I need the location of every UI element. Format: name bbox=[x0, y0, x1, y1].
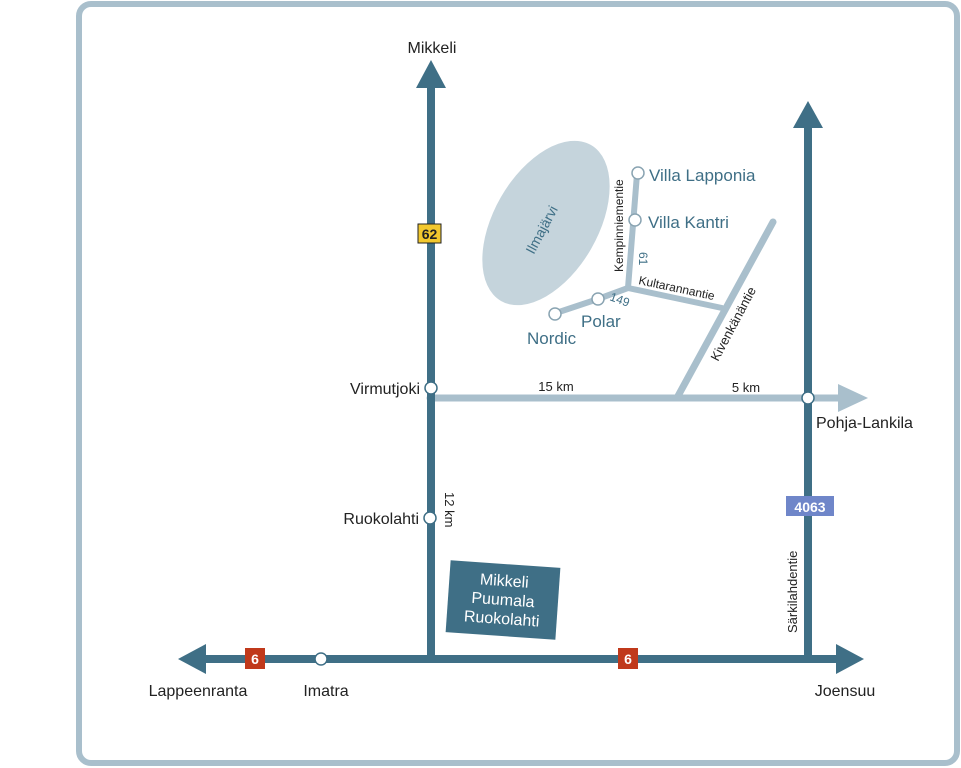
node-pohja-lankila bbox=[801, 391, 815, 405]
badge-6-left-label: 6 bbox=[251, 651, 259, 667]
node-villa-kantri bbox=[628, 213, 642, 227]
sign-line-3: Ruokolahti bbox=[463, 608, 540, 630]
label-villa-lapponia: Villa Lapponia bbox=[649, 166, 756, 185]
arrow-east-joensuu bbox=[836, 644, 864, 674]
label-lappeenranta: Lappeenranta bbox=[149, 683, 248, 700]
arrow-east-pohja-lankila bbox=[838, 384, 868, 412]
sign-line-2: Puumala bbox=[471, 590, 535, 611]
node-ruokolahti bbox=[423, 511, 437, 525]
label-distance-5km: 5 km bbox=[732, 380, 760, 395]
badge-62-label: 62 bbox=[422, 226, 438, 242]
badge-6-right: 6 bbox=[618, 648, 638, 669]
badge-4063-label: 4063 bbox=[794, 499, 825, 515]
node-virmutjoki bbox=[424, 381, 438, 395]
label-sarkilahdentie: Särkilahdentie bbox=[785, 551, 800, 633]
label-road-149: 149 bbox=[608, 290, 632, 310]
destination-sign: Mikkeli Puumala Ruokolahti bbox=[445, 560, 561, 640]
label-road-61: 61 bbox=[636, 252, 650, 266]
small-nodes bbox=[548, 166, 645, 321]
sign-background bbox=[445, 560, 561, 640]
label-distance-12km: 12 km bbox=[442, 492, 457, 527]
arrow-north-mikkeli bbox=[416, 60, 446, 88]
label-imatra: Imatra bbox=[303, 683, 348, 700]
road-149-b bbox=[553, 296, 601, 316]
badge-62: 62 bbox=[417, 223, 442, 244]
label-ruokolahti: Ruokolahti bbox=[343, 511, 419, 528]
arrow-west-lappeenranta bbox=[178, 644, 206, 674]
badge-4063: 4063 bbox=[786, 496, 834, 516]
road-kempinniementie bbox=[625, 171, 640, 291]
node-nordic bbox=[548, 307, 562, 321]
label-virmutjoki: Virmutjoki bbox=[350, 381, 420, 398]
node-imatra bbox=[314, 652, 328, 666]
badge-6-left: 6 bbox=[245, 648, 265, 669]
label-mikkeli: Mikkeli bbox=[408, 40, 457, 57]
label-villa-kantri: Villa Kantri bbox=[648, 213, 729, 232]
label-pohja-lankila: Pohja-Lankila bbox=[816, 415, 913, 432]
node-villa-lapponia bbox=[631, 166, 645, 180]
arrow-north-4063 bbox=[793, 101, 823, 128]
label-distance-15km: 15 km bbox=[538, 379, 573, 394]
main-roads bbox=[200, 82, 842, 663]
road-kivenkanantie bbox=[674, 218, 777, 400]
label-kempinniementie: Kempinniementie bbox=[612, 179, 626, 272]
map-frame bbox=[76, 1, 960, 766]
road-kultarannantie bbox=[625, 285, 725, 311]
label-joensuu: Joensuu bbox=[815, 683, 876, 700]
label-polar: Polar bbox=[581, 312, 621, 331]
lake-ilmajarvi bbox=[482, 140, 610, 306]
label-nordic: Nordic bbox=[527, 329, 577, 348]
nodes bbox=[314, 381, 815, 666]
badge-6-right-label: 6 bbox=[624, 651, 632, 667]
node-polar bbox=[591, 292, 605, 306]
sign-line-1: Mikkeli bbox=[479, 571, 529, 591]
